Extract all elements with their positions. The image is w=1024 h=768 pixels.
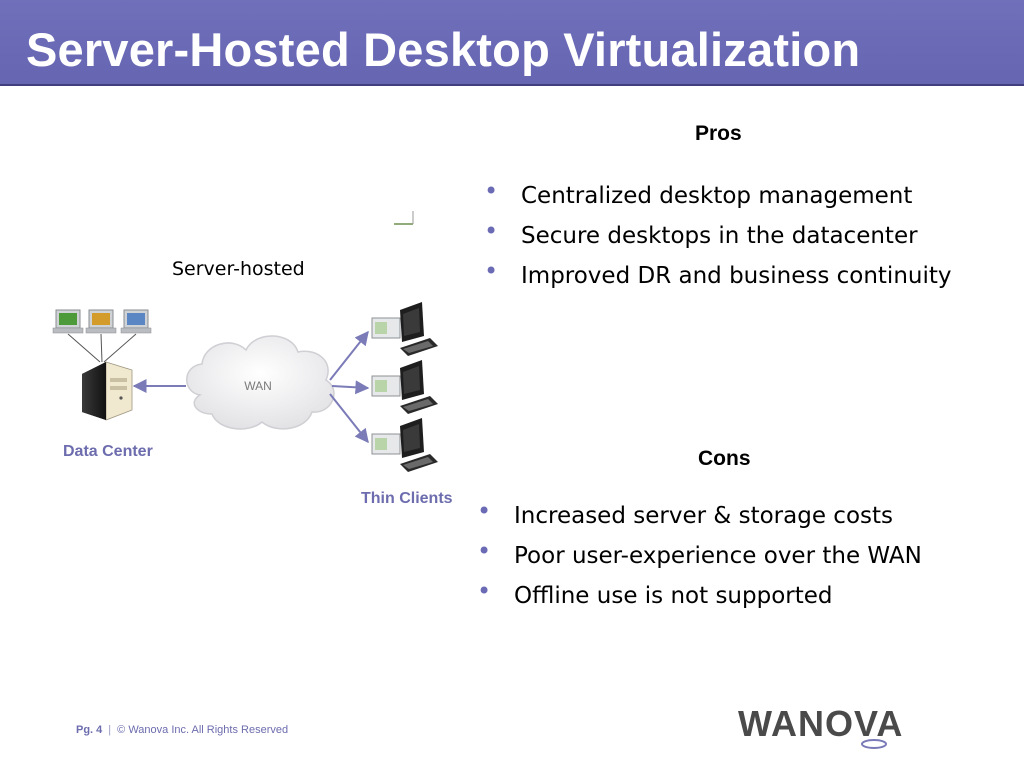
wan-cloud-icon — [186, 335, 335, 430]
logo-text: WANOVA — [738, 703, 903, 744]
footer: Pg. 4 | © Wanova Inc. All Rights Reserved — [76, 724, 288, 736]
bullet-icon: • — [484, 177, 499, 205]
diagram-caption: Server-hosted — [172, 258, 305, 280]
list-item: •Improved DR and business continuity — [484, 257, 952, 289]
bullet-icon: • — [484, 217, 499, 245]
bullet-icon: • — [477, 577, 492, 605]
footer-separator: | — [108, 724, 112, 736]
page-number: Pg. 4 — [76, 724, 103, 736]
wanova-logo: WANOVA — [738, 703, 903, 749]
list-item: •Increased server & storage costs — [477, 497, 893, 529]
bullet-icon: • — [484, 257, 499, 285]
desktop-monitor-orange — [85, 309, 117, 334]
desktop-monitor-blue — [120, 309, 152, 334]
cons-list: •Increased server & storage costs •Poor … — [477, 497, 922, 620]
pros-list: •Centralized desktop management •Secure … — [484, 177, 952, 300]
wan-label: WAN — [244, 379, 272, 393]
logo-swoosh-icon — [861, 739, 887, 749]
list-item: •Poor user-experience over the WAN — [477, 537, 922, 569]
pros-heading: Pros — [695, 122, 742, 145]
list-item: •Offline use is not supported — [477, 577, 833, 609]
cons-heading: Cons — [698, 447, 751, 470]
slide-title: Server-Hosted Desktop Virtualization — [26, 23, 861, 76]
bullet-icon: • — [477, 497, 492, 525]
list-item: •Secure desktops in the datacenter — [484, 217, 918, 249]
title-bar: Server-Hosted Desktop Virtualization — [0, 0, 1024, 86]
thin-client-icon — [371, 360, 438, 414]
desktop-monitor-green — [52, 309, 84, 334]
thin-client-icon — [371, 418, 438, 472]
list-item: •Centralized desktop management — [484, 177, 913, 209]
data-center-label: Data Center — [63, 443, 153, 460]
bullet-icon: • — [477, 537, 492, 565]
thin-clients-label: Thin Clients — [361, 490, 453, 507]
thin-client-icon — [371, 302, 438, 356]
copyright-text: © Wanova Inc. All Rights Reserved — [117, 724, 289, 736]
placeholder-box — [394, 211, 414, 225]
server-icon — [82, 361, 133, 421]
